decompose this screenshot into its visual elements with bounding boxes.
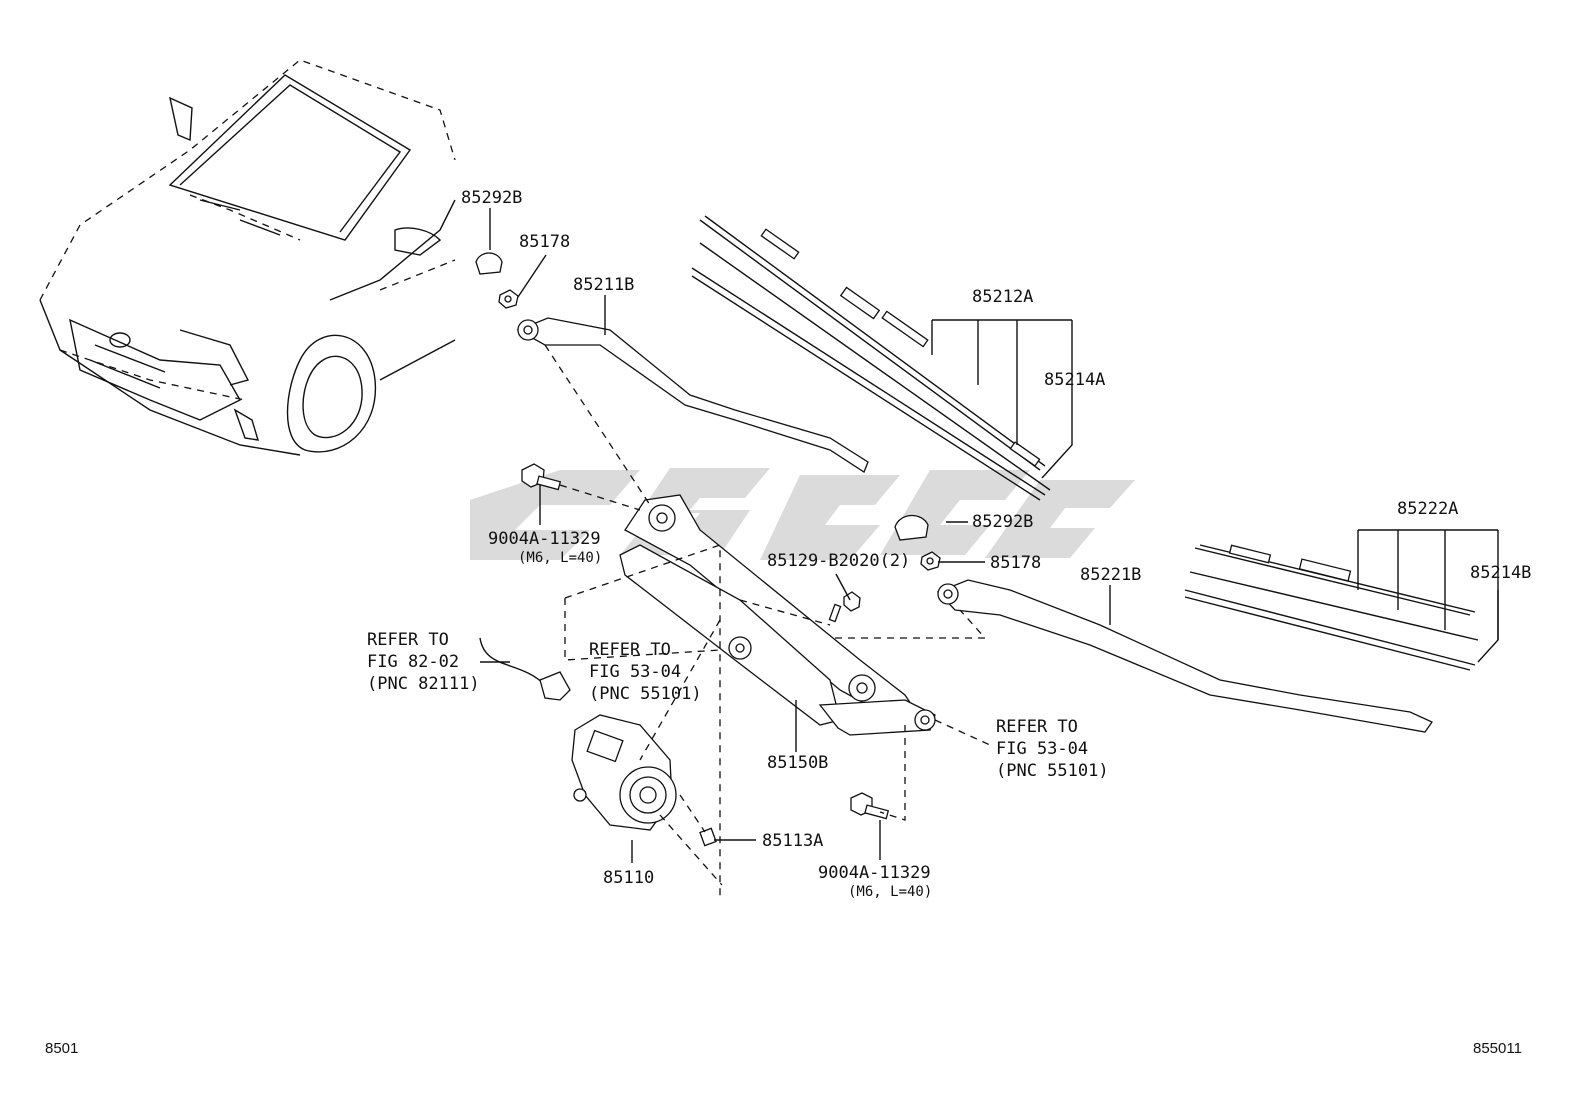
right-pivot-cap-85292B (894, 514, 929, 541)
label-85212A: 85212A (972, 287, 1033, 307)
bolt-9004A-left (521, 463, 562, 491)
label-85221B: 85221B (1080, 565, 1141, 585)
label-85214A: 85214A (1044, 370, 1105, 390)
label-85150B: 85150B (767, 753, 828, 773)
label-85110: 85110 (603, 868, 654, 888)
label-9004A-left-spec: (M6, L=40) (518, 550, 602, 566)
wiper-motor-85110 (571, 714, 677, 831)
left-wiper-blade-85212A (691, 215, 1051, 501)
label-85292B-left: 85292B (461, 188, 522, 208)
ref-53-04-right-line3: (PNC 55101) (996, 761, 1109, 781)
ref-53-04-left-line2: FIG 53-04 (589, 662, 681, 682)
bolt-9004A-right (850, 792, 890, 820)
wiper-link-assembly-85150B (619, 494, 936, 736)
label-85292B-right: 85292B (972, 512, 1033, 532)
label-85214B: 85214B (1470, 563, 1531, 583)
left-pivot-cap-85292B (475, 252, 503, 275)
right-wiper-arm-85221B (936, 579, 1433, 733)
label-9004A-left: 9004A-11329 (488, 529, 601, 549)
ref-53-04-right-line2: FIG 53-04 (996, 739, 1088, 759)
ref-53-04-left-line1: REFER TO (589, 640, 671, 660)
ref-82-02-line1: REFER TO (367, 630, 449, 650)
footer-left-code: 8501 (45, 1040, 78, 1057)
label-85129-B2020: 85129-B2020(2) (767, 551, 910, 571)
left-nut-85178 (498, 289, 519, 309)
label-85211B: 85211B (573, 275, 634, 295)
label-85178-left: 85178 (519, 232, 570, 252)
ref-53-04-right-line1: REFER TO (996, 717, 1078, 737)
label-85113A: 85113A (762, 831, 823, 851)
ref-82-02-line2: FIG 82-02 (367, 652, 459, 672)
vehicle-outline (39, 59, 456, 456)
footer-right-code: 855011 (1473, 1040, 1522, 1057)
label-9004A-right-spec: (M6, L=40) (848, 884, 932, 900)
leader-lines (480, 208, 1499, 863)
label-85222A: 85222A (1397, 499, 1458, 519)
assembly-guide-lines (544, 344, 991, 900)
harness-connector (479, 637, 571, 701)
ref-53-04-left-line3: (PNC 55101) (589, 684, 702, 704)
label-85178-right: 85178 (990, 553, 1041, 573)
ref-82-02-line3: (PNC 82111) (367, 674, 480, 694)
grommet-85113A (699, 827, 717, 847)
right-wiper-blade-85222A (1184, 544, 1479, 671)
right-nut-85178 (920, 551, 941, 571)
left-wiper-arm-85211B (516, 317, 869, 473)
bolt-85129-B2020 (828, 591, 861, 623)
label-9004A-right: 9004A-11329 (818, 863, 931, 883)
